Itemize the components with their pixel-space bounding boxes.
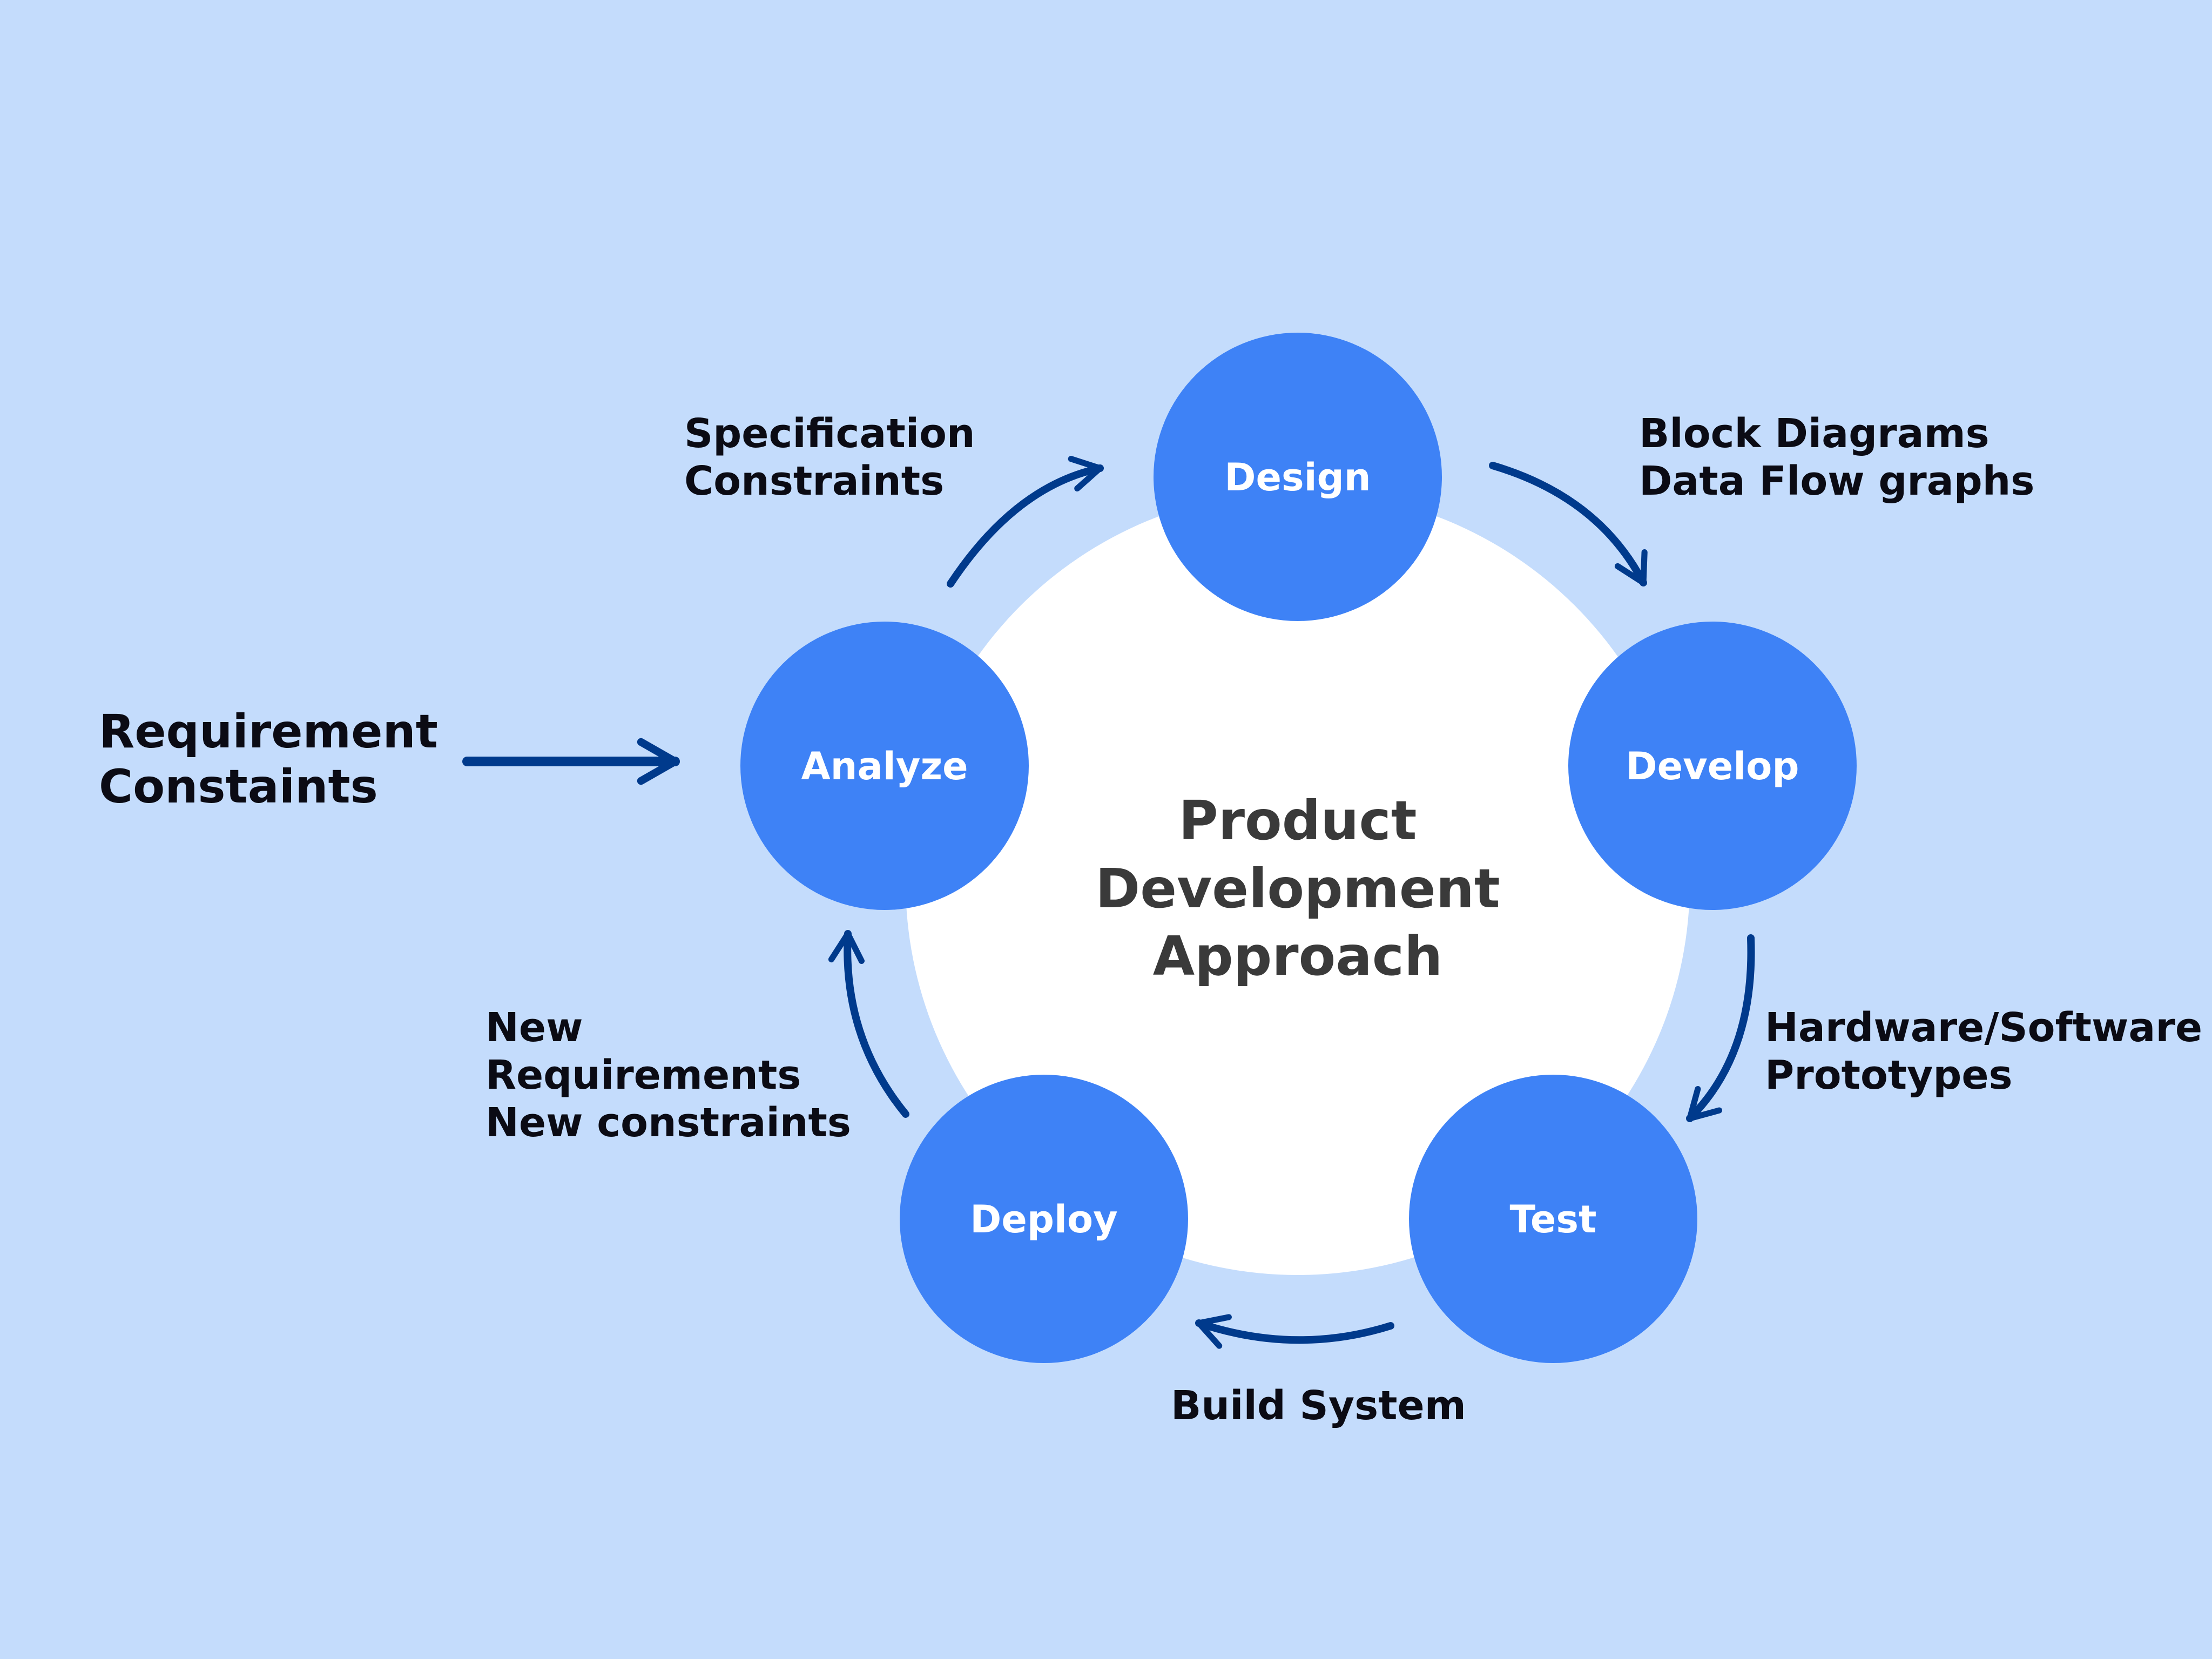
label-line: Prototypes xyxy=(1765,1052,2013,1098)
center-circle xyxy=(906,491,1690,1275)
node-design[interactable]: Design xyxy=(1154,333,1442,621)
analyze-label: Analyze xyxy=(801,744,968,788)
label-line: New constraints xyxy=(485,1100,851,1146)
node-analyze[interactable]: Analyze xyxy=(740,622,1029,910)
label-line: Requirements xyxy=(485,1052,801,1098)
label-line: New xyxy=(485,1004,583,1051)
label-develop-to-test: Hardware/Software Prototypes xyxy=(1765,1004,2202,1098)
label-line: Block Diagrams xyxy=(1639,410,1990,457)
node-develop[interactable]: Develop xyxy=(1568,622,1857,910)
test-label: Test xyxy=(1509,1197,1596,1242)
title-line-1: Product xyxy=(1178,789,1417,852)
deploy-circle[interactable] xyxy=(900,1075,1188,1363)
label-line: Constaints xyxy=(99,760,378,814)
arrow-deploy-to-analyze xyxy=(828,930,909,1118)
develop-label: Develop xyxy=(1626,744,1799,788)
arrow-design-to-develop xyxy=(1489,462,1648,586)
label-design-to-develop: Block Diagrams Data Flow graphs xyxy=(1639,410,2034,504)
test-circle[interactable] xyxy=(1409,1075,1697,1363)
deploy-label: Deploy xyxy=(970,1197,1117,1242)
node-deploy[interactable]: Deploy xyxy=(900,1075,1188,1363)
label-line: Requirement xyxy=(99,705,438,759)
label-input: Requirement Constaints xyxy=(99,705,438,814)
label-analyze-to-design: Specification Constraints xyxy=(684,410,975,504)
label-line: Data Flow graphs xyxy=(1639,458,2034,504)
develop-circle[interactable] xyxy=(1568,622,1857,910)
label-test-to-deploy: Build System xyxy=(1171,1382,1466,1429)
center-title: Product Development Approach xyxy=(1095,789,1500,988)
label-line: Constraints xyxy=(684,458,944,504)
label-line: Build System xyxy=(1171,1382,1466,1429)
title-line-3: Approach xyxy=(1153,925,1443,988)
label-deploy-to-analyze: New Requirements New constraints xyxy=(485,1004,851,1146)
design-circle[interactable] xyxy=(1154,333,1442,621)
arrow-test-to-deploy xyxy=(1195,1314,1394,1349)
node-test[interactable]: Test xyxy=(1409,1075,1697,1363)
arrow-analyze-to-design xyxy=(947,456,1104,588)
label-line: Specification xyxy=(684,410,975,457)
analyze-circle[interactable] xyxy=(740,622,1029,910)
title-line-2: Development xyxy=(1095,857,1500,920)
arrow-develop-to-test xyxy=(1686,934,1755,1122)
design-label: Design xyxy=(1224,455,1371,500)
label-line: Hardware/Software xyxy=(1765,1004,2202,1051)
